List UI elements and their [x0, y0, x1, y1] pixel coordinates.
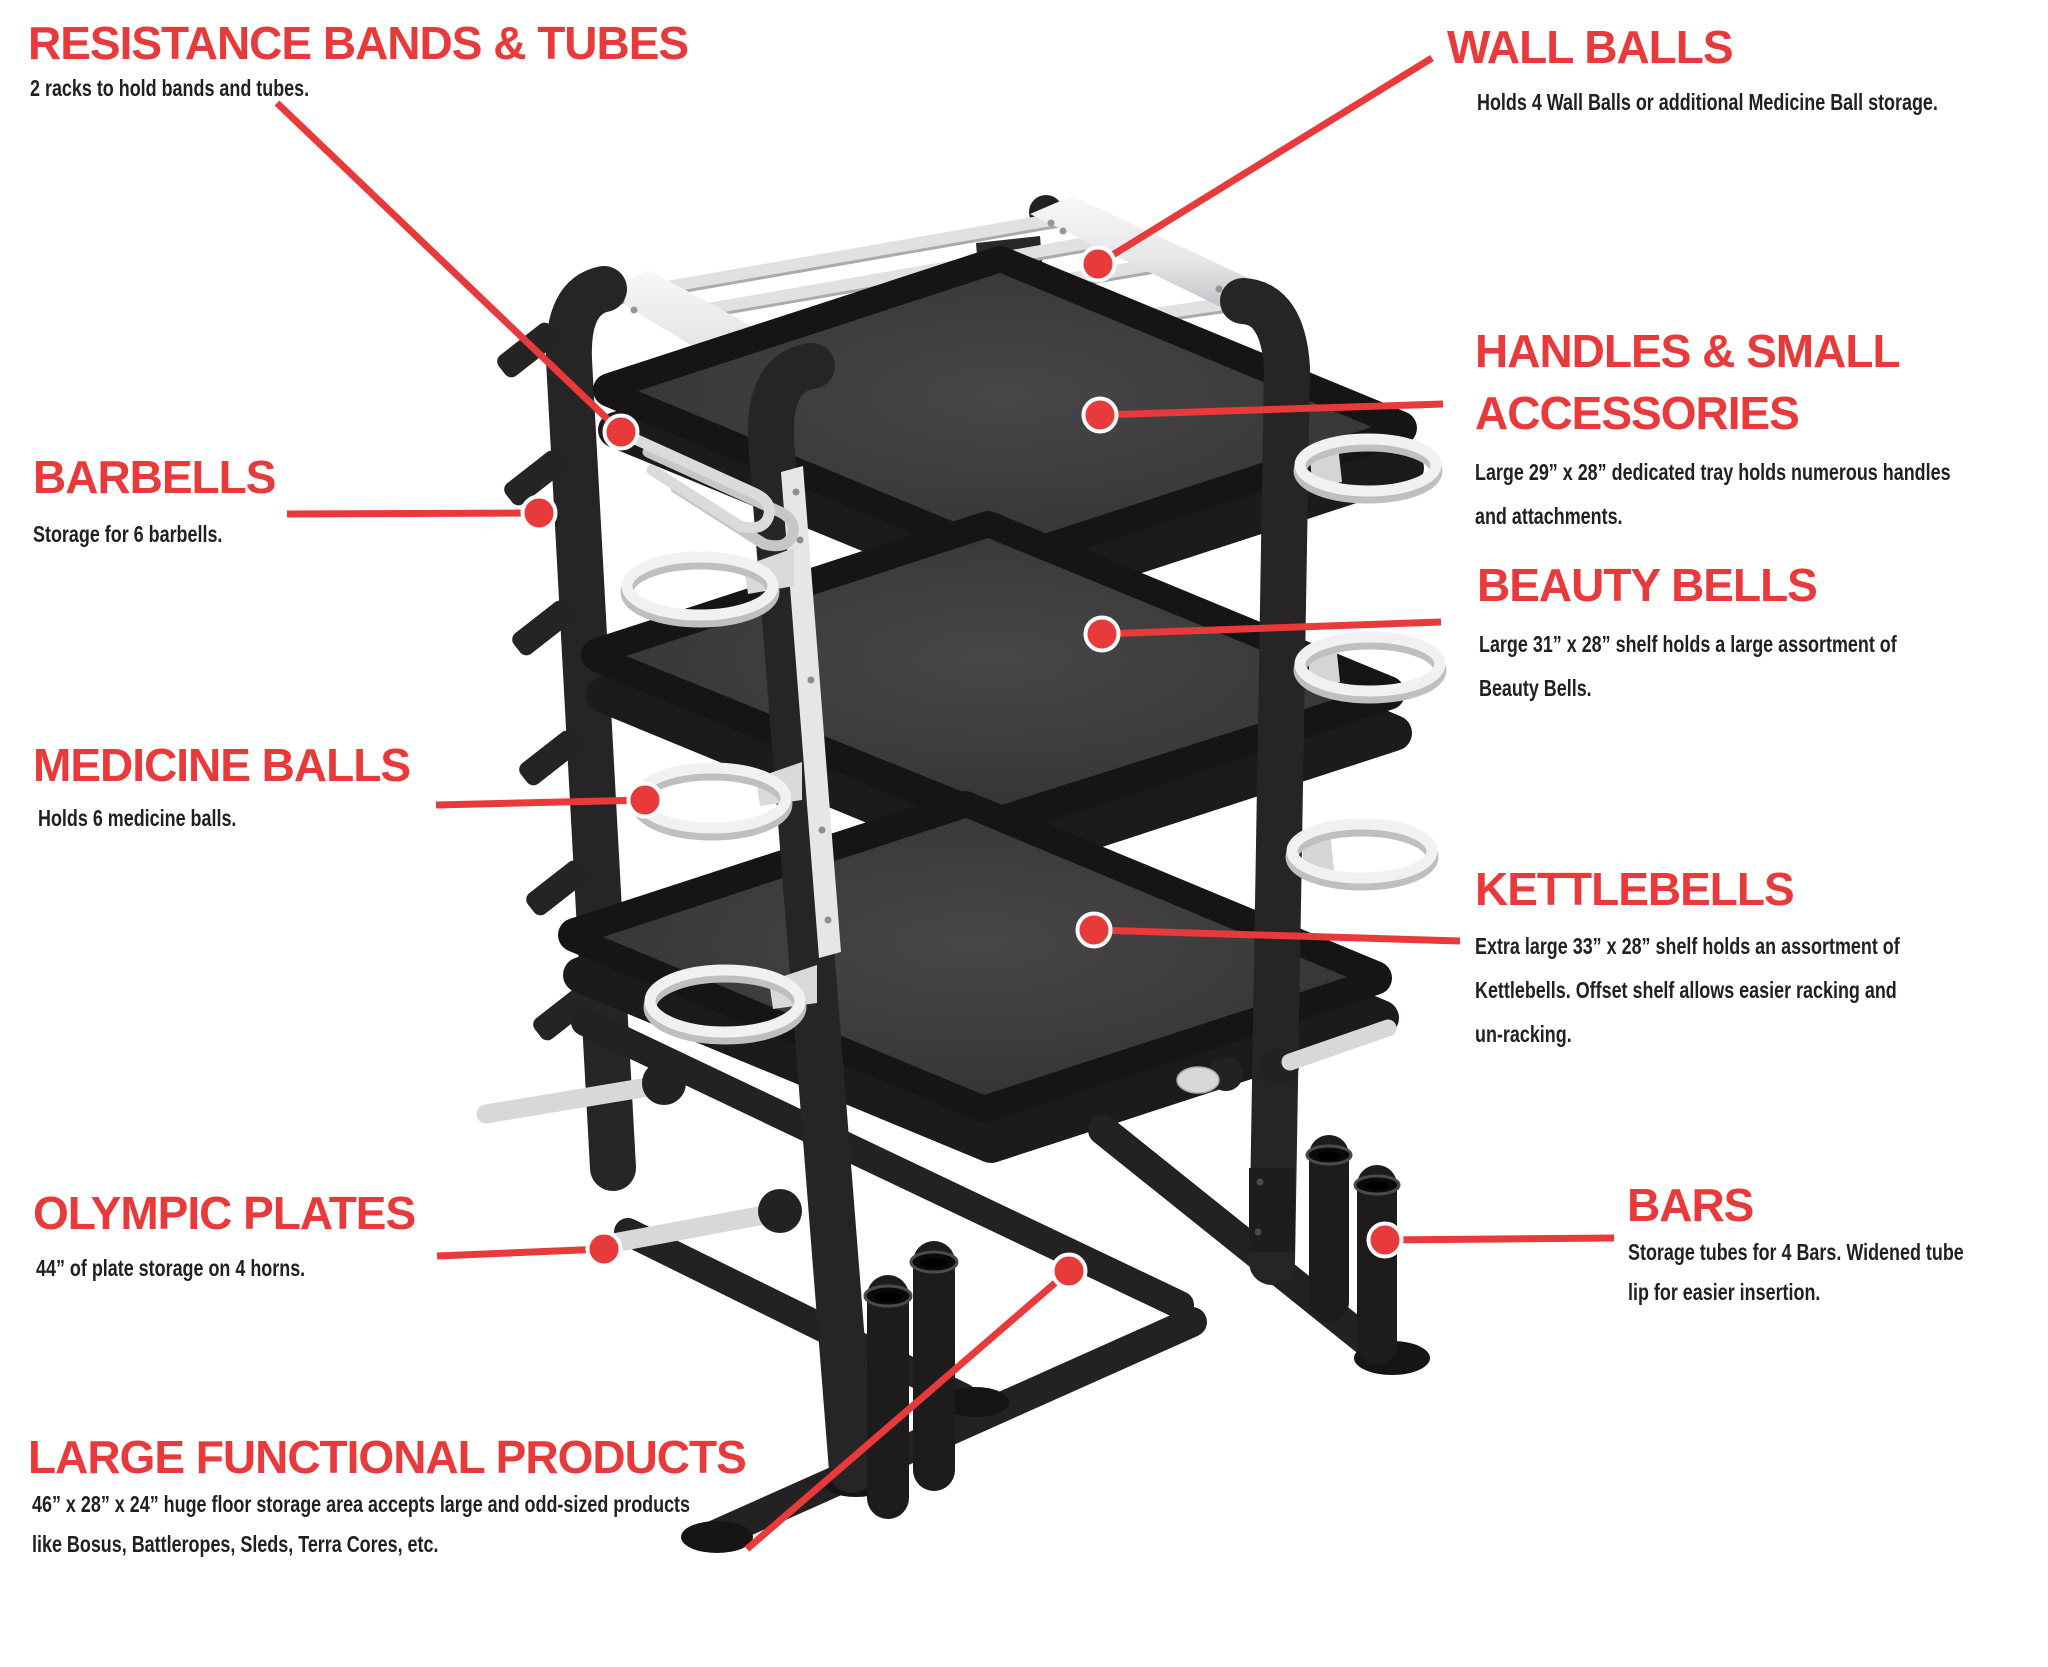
plate-horns-right: [1176, 1019, 1397, 1094]
callout-title-kettlebells: KETTLEBELLS: [1475, 863, 1795, 915]
callout-body-beauty-bells: Large 31” x 28” shelf holds a large asso…: [1479, 622, 1897, 710]
band-hooks: [618, 428, 799, 552]
leader-resistance-bands: [274, 100, 624, 435]
callout-text-line: Kettlebells. Offset shelf allows easier …: [1475, 977, 1897, 1003]
callout-text-line: and attachments.: [1475, 503, 1623, 529]
callout-text-line: Large 31” x 28” shelf holds a large asso…: [1479, 631, 1897, 657]
callout-dot-kettlebells: [1075, 911, 1113, 949]
callout-dot-bars: [1366, 1221, 1404, 1259]
callout-body-kettlebells: Extra large 33” x 28” shelf holds an ass…: [1475, 924, 1900, 1056]
frame-right-rail: [1030, 196, 1270, 317]
callout-title-line: ACCESSORIES: [1475, 387, 1800, 439]
callout-text-line: Holds 4 Wall Balls or additional Medicin…: [1477, 89, 1938, 115]
leader-bars: [1384, 1234, 1615, 1244]
callout-title-olympic-plates: OLYMPIC PLATES: [33, 1187, 416, 1239]
callout-body-wall-balls: Holds 4 Wall Balls or additional Medicin…: [1477, 80, 1938, 124]
callout-title-large-functional: LARGE FUNCTIONAL PRODUCTS: [28, 1431, 747, 1483]
medicine-ball-rings-right: [1285, 433, 1447, 891]
callout-text-line: Holds 6 medicine balls.: [38, 805, 237, 831]
leader-large-functional: [744, 1268, 1072, 1552]
callout-dot-barbells: [520, 494, 558, 532]
handles-tray: [593, 246, 1424, 613]
post-mount-plate: [1249, 1168, 1295, 1252]
callout-title-wall-balls: WALL BALLS: [1447, 21, 1734, 73]
bar-storage-tubes: [863, 1135, 1401, 1519]
callout-text-line: lip for easier insertion.: [1628, 1279, 1821, 1305]
rear-left-post: [545, 266, 636, 1191]
callout-dot-wall-balls: [1079, 245, 1117, 283]
bracket-bolts: [792, 488, 832, 924]
callout-text-line: Large 29” x 28” dedicated tray holds num…: [1475, 459, 1951, 485]
leader-olympic-plates: [436, 1245, 605, 1260]
callout-body-bars: Storage tubes for 4 Bars. Widened tube l…: [1628, 1232, 1964, 1312]
callout-dot-handles: [1081, 396, 1119, 434]
callout-body-handles: Large 29” x 28” dedicated tray holds num…: [1475, 450, 1951, 538]
callout-text-line: like Bosus, Battleropes, Sleds, Terra Co…: [32, 1531, 439, 1557]
callout-text-line: 46” x 28” x 24” huge floor storage area …: [32, 1491, 691, 1517]
callout-dot-beauty-bells: [1083, 615, 1121, 653]
callout-body-resistance-bands: 2 racks to hold bands and tubes.: [30, 66, 309, 110]
leader-dots: [520, 245, 1404, 1290]
callout-text-line: Extra large 33” x 28” shelf holds an ass…: [1475, 933, 1900, 959]
callout-body-medicine-balls: Holds 6 medicine balls.: [38, 796, 236, 840]
callout-text-line: Beauty Bells.: [1479, 675, 1592, 701]
callout-body-large-functional: 46” x 28” x 24” huge floor storage area …: [32, 1484, 690, 1564]
callout-dot-olympic-plates: [585, 1230, 623, 1268]
front-left-post: [747, 343, 875, 1493]
leader-beauty-bells: [1101, 618, 1442, 638]
leader-lines: [274, 55, 1615, 1552]
callout-dot-medicine-balls: [626, 781, 664, 819]
leader-kettlebells: [1093, 926, 1461, 945]
callout-title-resistance-bands: RESISTANCE BANDS & TUBES: [28, 17, 689, 69]
callout-text-line: 2 racks to hold bands and tubes.: [30, 75, 310, 101]
callout-title-medicine-balls: MEDICINE BALLS: [33, 739, 411, 791]
callout-title-line: HANDLES & SMALL: [1475, 325, 1901, 377]
callout-dot-large-functional: [1050, 1252, 1088, 1290]
callout-body-olympic-plates: 44” of plate storage on 4 horns.: [36, 1246, 305, 1290]
callout-title-barbells: BARBELLS: [33, 451, 276, 503]
barbell-hooks: [497, 322, 595, 1041]
post-bracket-strip: [781, 466, 841, 958]
callout-text-line: Storage tubes for 4 Bars. Widened tube: [1628, 1239, 1964, 1265]
callout-text-line: 44” of plate storage on 4 horns.: [36, 1255, 306, 1281]
leader-handles: [1099, 400, 1444, 419]
callout-title-handles: HANDLES & SMALL ACCESSORIES: [1475, 320, 1901, 444]
leader-wall-balls: [1096, 55, 1434, 267]
tray-surface: [638, 273, 1372, 545]
front-right-post: [1220, 278, 1311, 1285]
callout-dot-resistance-bands: [602, 413, 640, 451]
callout-title-bars: BARS: [1627, 1179, 1754, 1231]
callout-text-line: un-racking.: [1475, 1021, 1572, 1047]
plate-horns-left: [476, 1061, 802, 1254]
leader-barbells: [286, 509, 540, 518]
callout-text-line: Storage for 6 barbells.: [33, 521, 223, 547]
callout-title-beauty-bells: BEAUTY BELLS: [1477, 559, 1818, 611]
leader-medicine-balls: [435, 796, 646, 809]
callout-body-barbells: Storage for 6 barbells.: [33, 512, 222, 556]
